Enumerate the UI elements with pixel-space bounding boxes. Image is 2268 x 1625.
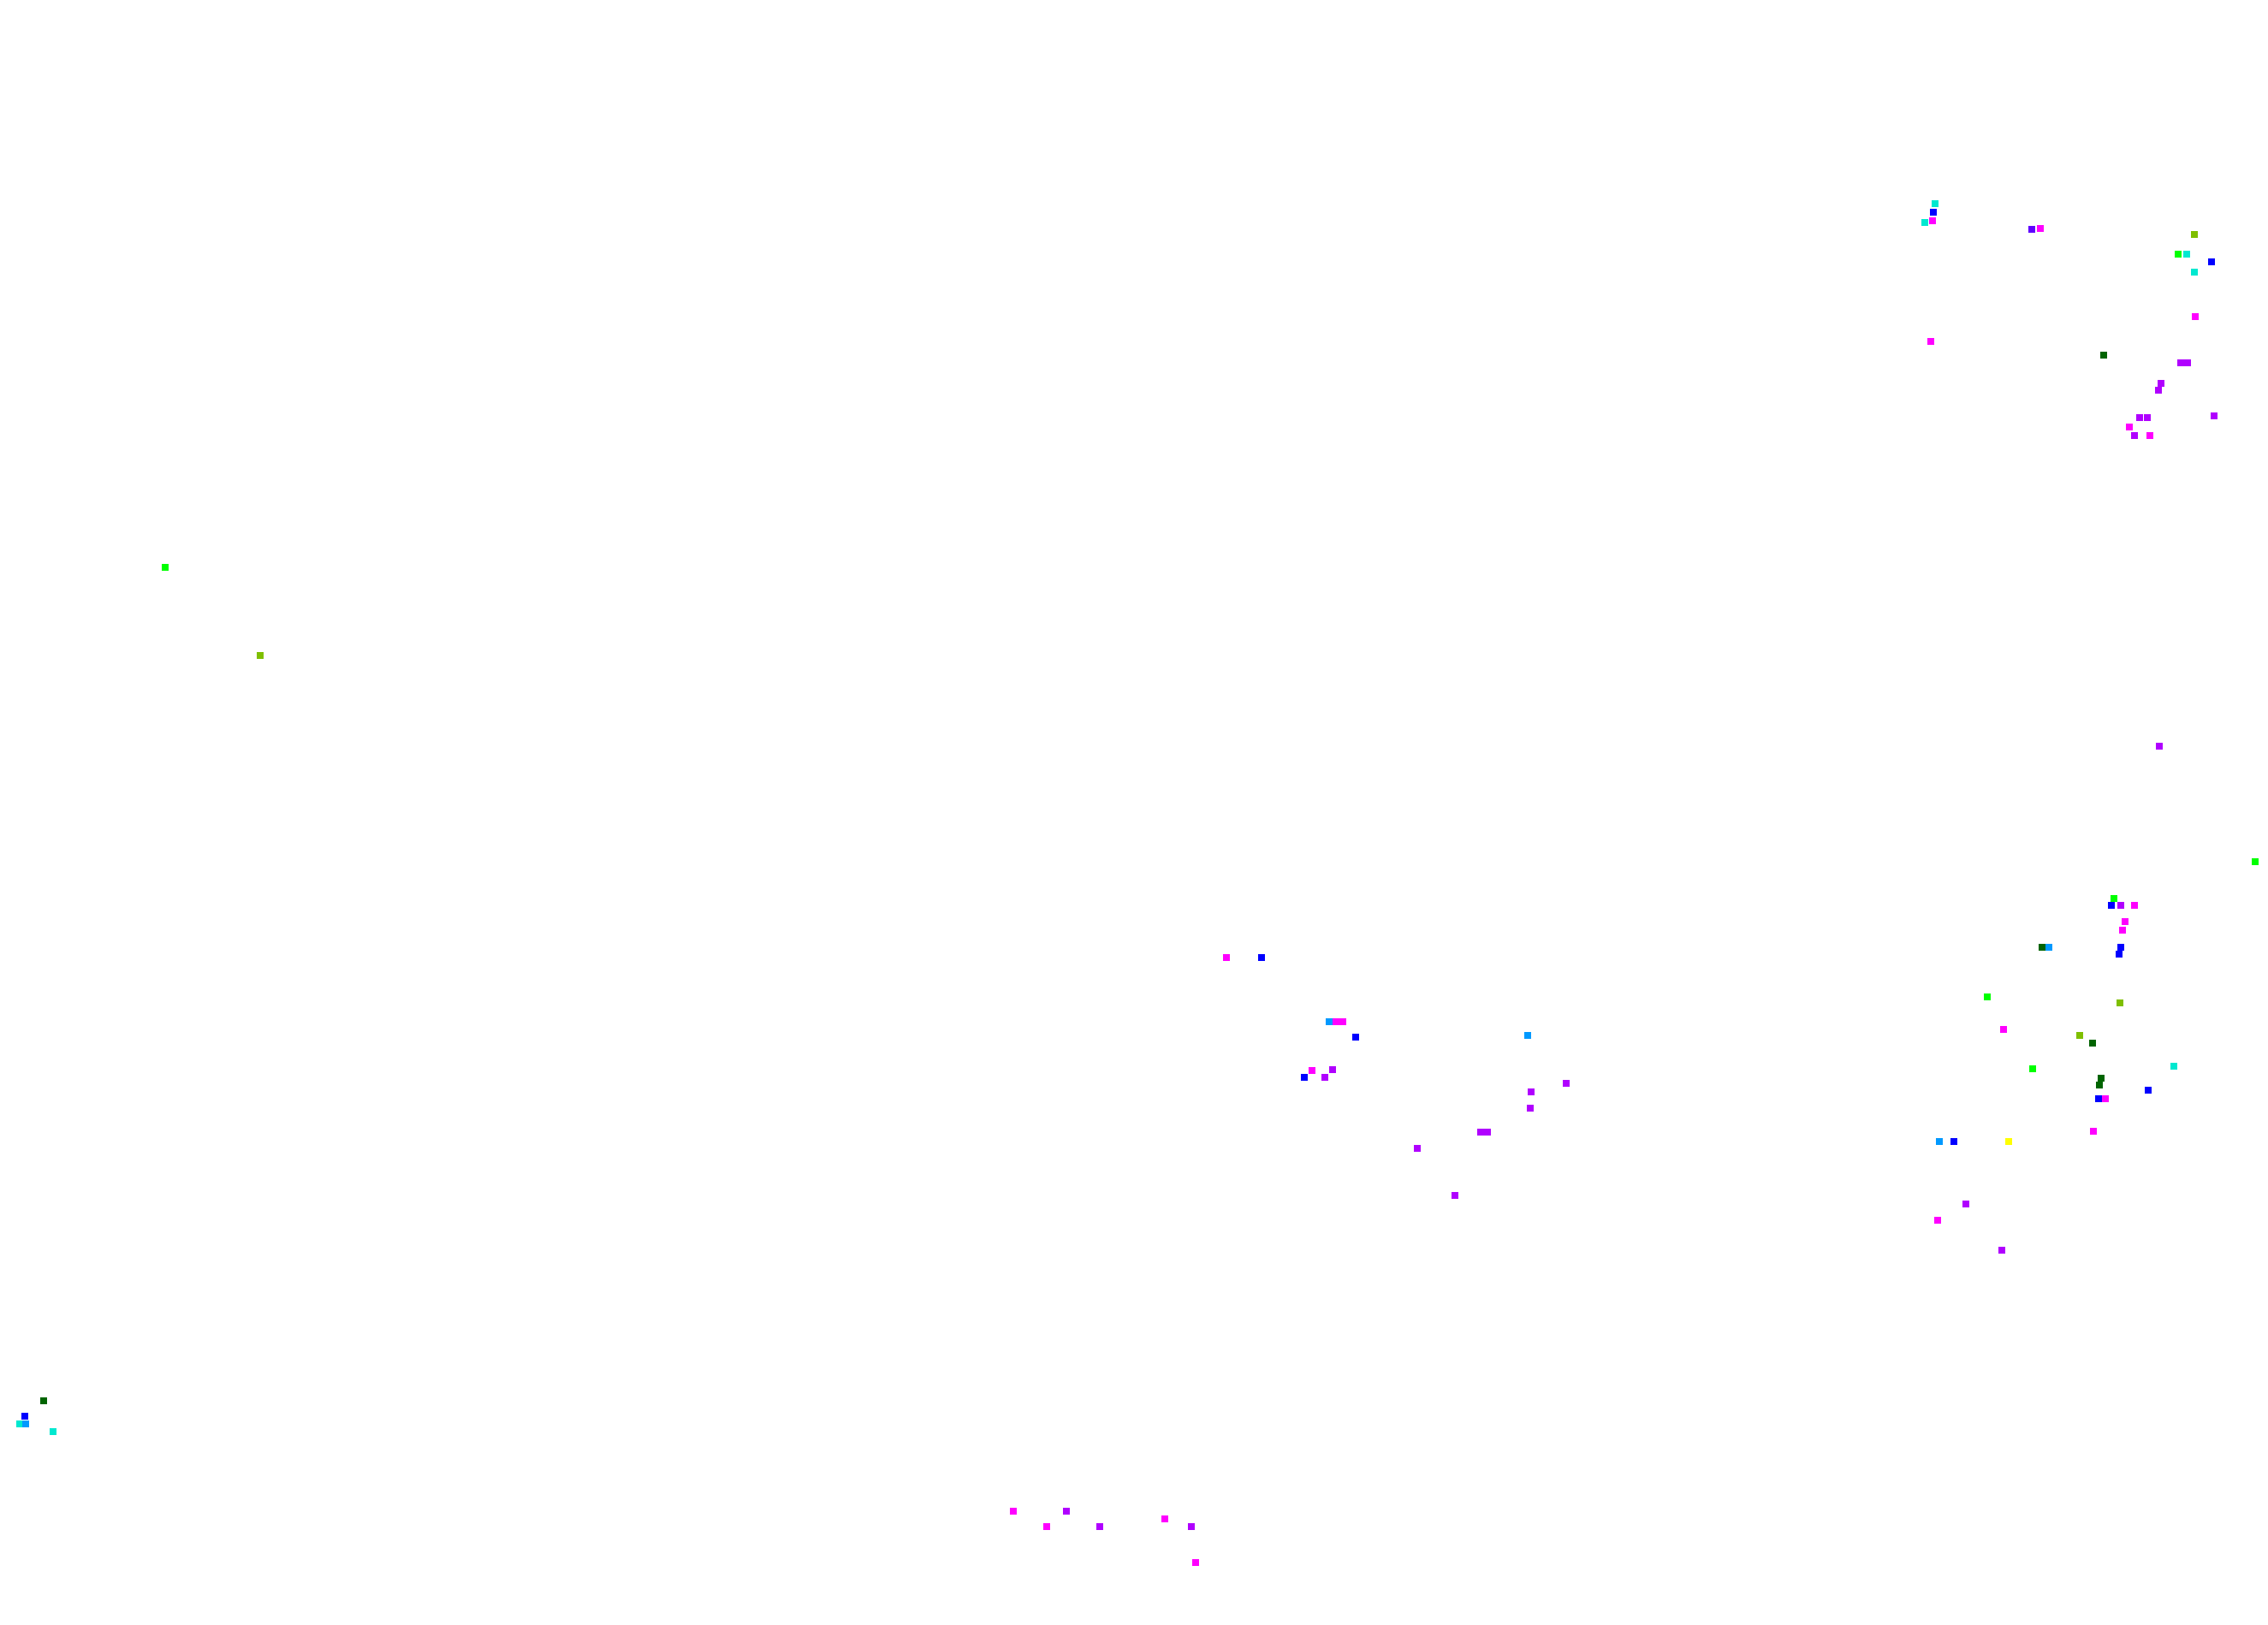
marker-purple — [2211, 412, 2218, 419]
marker-purple — [2184, 359, 2191, 366]
marker-green — [1984, 993, 1991, 1000]
marker-cyan — [2191, 269, 2198, 276]
marker-blue — [2208, 258, 2215, 265]
marker-magenta — [1927, 338, 1934, 345]
marker-magenta — [1929, 217, 1936, 224]
marker-cyan — [50, 1428, 56, 1435]
marker-dark_green — [2098, 1075, 2105, 1082]
marker-cyan — [2183, 251, 2190, 258]
marker-magenta — [2122, 918, 2128, 925]
marker-purple — [1998, 1247, 2005, 1254]
marker-purple — [1096, 1523, 1103, 1530]
marker-purple — [2144, 414, 2151, 421]
marker-dark_green — [2039, 944, 2045, 951]
marker-sky — [22, 1420, 29, 1427]
marker-purple — [2158, 380, 2164, 387]
marker-blue — [2116, 951, 2123, 958]
marker-magenta — [1192, 1559, 1199, 1566]
marker-magenta — [2000, 1026, 2007, 1033]
marker-green — [2252, 858, 2259, 865]
marker-olive — [2191, 231, 2198, 238]
marker-purple — [1414, 1145, 1421, 1152]
marker-dark_green — [2096, 1082, 2103, 1088]
marker-purple — [1188, 1523, 1195, 1530]
marker-sky — [1524, 1032, 1531, 1039]
marker-blue — [1352, 1034, 1359, 1041]
marker-purple — [1528, 1088, 1535, 1095]
marker-purple — [1329, 1066, 1336, 1073]
marker-sky — [1936, 1138, 1943, 1145]
marker-purple — [1321, 1074, 1328, 1081]
marker-dark_green — [40, 1397, 47, 1404]
marker-magenta — [2102, 1095, 2109, 1102]
marker-purple — [1527, 1105, 1534, 1112]
marker-purple — [2131, 432, 2138, 439]
marker-magenta — [1309, 1067, 1315, 1074]
marker-blue — [1301, 1074, 1308, 1081]
marker-dark_green — [2089, 1040, 2096, 1047]
marker-cyan — [2170, 1063, 2177, 1070]
marker-olive — [2117, 999, 2123, 1006]
marker-olive — [2076, 1032, 2083, 1039]
marker-purple — [1452, 1192, 1458, 1199]
marker-magenta — [1161, 1515, 1168, 1522]
marker-blue — [1258, 954, 1265, 961]
marker-magenta — [1043, 1523, 1050, 1530]
marker-green — [2029, 1065, 2036, 1072]
marker-magenta — [1223, 954, 1230, 961]
marker-blue — [2117, 944, 2124, 951]
marker-cyan — [16, 1420, 23, 1427]
marker-blue — [2095, 1095, 2102, 1102]
marker-blue — [1930, 209, 1937, 216]
marker-magenta — [2126, 424, 2133, 430]
marker-blue — [1950, 1138, 1957, 1145]
marker-blue — [21, 1413, 28, 1420]
marker-cyan — [1932, 200, 1938, 207]
marker-olive — [257, 652, 264, 659]
marker-purple — [1484, 1129, 1491, 1136]
marker-purple — [1962, 1201, 1969, 1207]
marker-magenta — [2090, 1128, 2097, 1135]
marker-magenta — [1010, 1508, 1017, 1515]
marker-purple — [2156, 743, 2163, 750]
marker-blue — [2145, 1087, 2152, 1094]
marker-yellow — [2005, 1138, 2012, 1145]
marker-magenta — [1339, 1018, 1346, 1025]
marker-purple — [1063, 1508, 1070, 1515]
marker-blue — [2108, 902, 2115, 909]
marker-purple — [1477, 1129, 1484, 1136]
marker-cyan — [1921, 219, 1928, 226]
marker-green — [2175, 251, 2182, 258]
marker-purple — [1563, 1080, 1570, 1087]
marker-purple — [2136, 414, 2143, 421]
marker-magenta — [1333, 1018, 1339, 1025]
marker-magenta — [2146, 432, 2153, 439]
marker-dark_green — [2100, 352, 2107, 359]
marker-purple — [2177, 359, 2184, 366]
marker-magenta — [2131, 902, 2138, 909]
marker-purple — [2155, 387, 2162, 394]
marker-sky — [1326, 1018, 1333, 1025]
marker-magenta — [2037, 225, 2044, 232]
marker-sky — [2045, 944, 2052, 951]
marker-purple — [2117, 902, 2124, 909]
marker-green — [162, 564, 169, 571]
marker-magenta — [1934, 1217, 1941, 1224]
marker-magenta — [2192, 313, 2199, 320]
marker-magenta — [2119, 927, 2126, 934]
marker-violet — [2028, 226, 2035, 233]
marker-green — [2111, 895, 2117, 902]
